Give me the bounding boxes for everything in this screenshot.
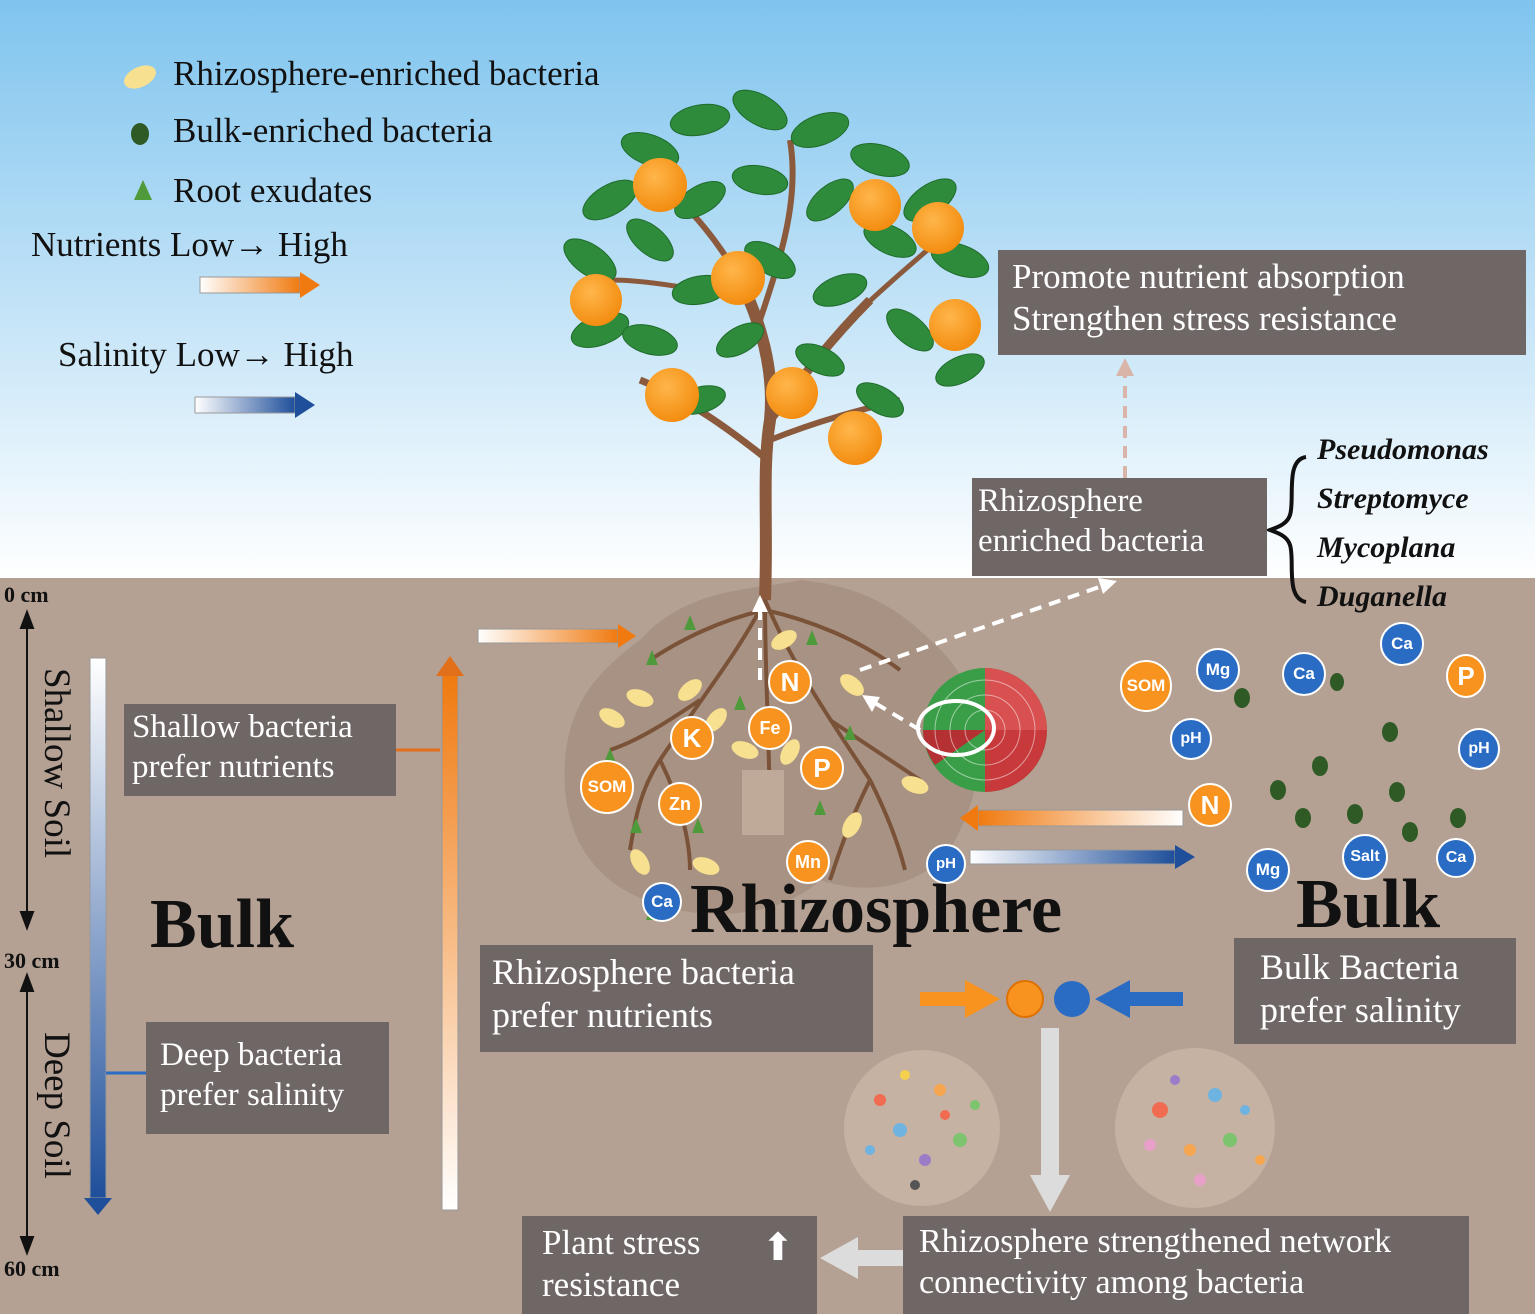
nutrient-n: N [768, 660, 812, 704]
legend-root-exudates: Root exudates [173, 171, 373, 210]
stress-box: Plant stress resistance [522, 1216, 817, 1314]
nutrient-mn: Mn [786, 840, 830, 884]
deep-soil-label: Deep Soil [36, 1032, 77, 1179]
bulk-mg-1: Mg [1196, 648, 1240, 692]
circular-heatmap [916, 668, 1047, 792]
deep-line-1: Deep bacteria [160, 1037, 343, 1073]
bulk-p: P [1446, 654, 1486, 698]
network-left [844, 1050, 1000, 1206]
network-line-2: connectivity among bacteria [919, 1263, 1305, 1301]
arrow-up-icon: ⬆ [762, 1225, 794, 1269]
rhizo-pref-line-1: Rhizosphere bacteria [492, 952, 795, 992]
bulk-pref-line-2: prefer salinity [1260, 990, 1461, 1031]
genus-4: Duganella [1317, 580, 1448, 613]
bulk-n: N [1188, 783, 1232, 827]
rhizo-pref-box: Rhizosphere bacteria prefer nutrients [480, 945, 873, 1052]
root-exudate-legend-icon [134, 180, 152, 200]
bulk-left-label: Bulk [150, 886, 294, 963]
legend-rhizo-bacteria: Rhizosphere-enriched bacteria [173, 54, 600, 93]
rhizo-enriched-line-1: Rhizosphere [978, 483, 1143, 519]
shallow-line-1: Shallow bacteria [132, 709, 353, 745]
genus-2: Streptomyce [1317, 482, 1469, 515]
bulk-salt: Salt [1342, 834, 1388, 880]
shallow-box: Shallow bacteria prefer nutrients [124, 704, 396, 796]
bulk-ca-1: Ca [1282, 652, 1326, 696]
bulk-mg-2: Mg [1246, 848, 1290, 892]
promote-line-1: Promote nutrient absorption [1012, 257, 1405, 296]
legend-salinity: Salinity Low→ High [58, 335, 354, 374]
bulk-ca-3: Ca [1436, 838, 1476, 878]
bulk-ph-1: pH [1170, 718, 1212, 760]
deep-line-2: prefer salinity [160, 1076, 345, 1113]
bulk-som: SOM [1120, 660, 1172, 712]
nutrient-fe: Fe [748, 706, 792, 750]
nutrient-som: SOM [580, 760, 634, 814]
promote-line-2: Strengthen stress resistance [1012, 299, 1397, 338]
network-box: Rhizosphere strengthened network connect… [903, 1216, 1469, 1314]
bulk-ph-2: pH [1458, 728, 1500, 770]
rhizo-enriched-line-2: enriched bacteria [978, 522, 1205, 559]
bulk-pref-line-1: Bulk Bacteria [1260, 947, 1459, 987]
bulk-pref-box: Bulk Bacteria prefer salinity [1234, 938, 1516, 1044]
legend-nutrients: Nutrients Low→ High [31, 225, 348, 264]
depth-60: 60 cm [4, 1256, 60, 1281]
genus-1: Pseudomonas [1317, 433, 1489, 466]
shallow-soil-label: Shallow Soil [36, 668, 77, 859]
stress-line-1: Plant stress [542, 1223, 701, 1262]
bulk-ca-2: Ca [1380, 622, 1424, 666]
rhizo-enriched-box: Rhizosphere enriched bacteria [972, 478, 1267, 576]
nutrient-k: K [670, 716, 714, 760]
promote-box: Promote nutrient absorption Strengthen s… [998, 250, 1526, 355]
ph-arrow-start: pH [926, 844, 966, 884]
shallow-line-2: prefer nutrients [132, 748, 335, 785]
bulk-right-label: Bulk [1296, 866, 1440, 943]
depth-30: 30 cm [4, 948, 60, 973]
rhizo-bacteria-legend-icon [124, 65, 156, 89]
legend-bulk-bacteria: Bulk-enriched bacteria [173, 111, 493, 150]
nutrient-p: P [800, 746, 844, 790]
deep-box: Deep bacteria prefer salinity [146, 1022, 389, 1134]
genus-3: Mycoplana [1317, 531, 1456, 564]
rhizosphere-label: Rhizosphere [690, 871, 1063, 948]
nutrient-ca-rhizo: Ca [642, 882, 682, 922]
network-right [1115, 1048, 1275, 1208]
nutrient-zn: Zn [658, 782, 702, 826]
bulk-bacteria-legend-icon [131, 123, 149, 145]
network-line-1: Rhizosphere strengthened network [919, 1223, 1392, 1260]
curly-brace [1264, 455, 1307, 604]
depth-0: 0 cm [4, 582, 49, 607]
stress-line-2: resistance [542, 1265, 680, 1304]
rhizo-pref-line-2: prefer nutrients [492, 995, 713, 1036]
